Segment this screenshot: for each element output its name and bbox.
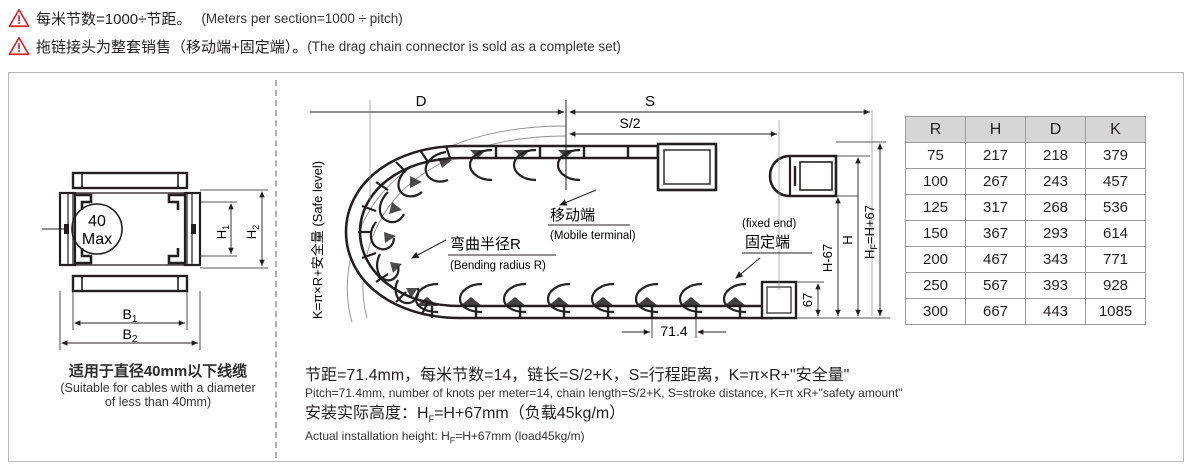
warning-triangle-icon — [8, 8, 30, 28]
fixed-end-cn-label: 固定端 — [745, 234, 790, 251]
circle-label-40: 40 — [88, 213, 106, 230]
note-row: 拖链接头为整套销售（移动端+固定端）。 (The drag chain conn… — [8, 32, 1178, 60]
table-row: 75 217 218 379 — [905, 142, 1146, 169]
dim-h-label: H — [840, 235, 855, 244]
table-cell: 267 — [965, 168, 1026, 195]
table-cell: 218 — [1025, 142, 1086, 169]
left-caption: 适用于直径40mm以下线缆 (Suitable for cables with … — [38, 360, 278, 409]
dim-hf-label: HF=H+67 — [862, 205, 879, 259]
dim-67-label: 67 — [800, 293, 815, 307]
table-cell: 536 — [1085, 194, 1146, 221]
table-header-cell: R — [905, 116, 966, 143]
table-cell: 268 — [1025, 194, 1086, 221]
table-row: 300 667 443 1085 — [905, 298, 1146, 325]
formula-line2-cn-sub: F — [428, 414, 435, 425]
table-cell: 217 — [965, 142, 1026, 169]
table-cell: 567 — [965, 272, 1026, 299]
table-header-cell: K — [1085, 116, 1146, 143]
dim-b2-label: B2 — [123, 326, 138, 345]
dim-d-label: D — [416, 93, 427, 110]
left-caption-en-1: (Suitable for cables with a diameter — [60, 381, 256, 395]
drag-chain-diagram: D S S/2 K=π×R+安全量 (Safe level) 71.4 移动端 … — [310, 93, 890, 339]
formula-line2-cn-b: =H+67mm（负载45kg/m） — [434, 405, 626, 422]
left-caption-en-2: of less than 40mm) — [104, 395, 212, 409]
table-cell: 928 — [1085, 272, 1146, 299]
mobile-terminal-cn-label: 移动端 — [550, 207, 595, 224]
note-cn-text: 拖链接头为整套销售（移动端+固定端）。 — [36, 38, 308, 56]
warning-triangle-icon — [8, 36, 30, 56]
note-en-text: (The drag chain connector is sold as a c… — [307, 38, 621, 54]
table-cell: 393 — [1025, 272, 1086, 299]
table-cell: 343 — [1025, 246, 1086, 273]
table-row: 250 567 393 928 — [905, 272, 1146, 299]
fixed-end-cap — [768, 154, 838, 198]
table-cell: 771 — [1085, 246, 1146, 273]
dim-s-half-label: S/2 — [619, 115, 640, 131]
table-cell: 467 — [965, 246, 1026, 273]
table-cell: 250 — [905, 272, 966, 299]
table-cell: 150 — [905, 220, 966, 247]
table-cell: 293 — [1025, 220, 1086, 247]
table-cell: 243 — [1025, 168, 1086, 195]
table-cell: 300 — [905, 298, 966, 325]
formula-line2-cn: 安装实际高度：HF=H+67mm（负载45kg/m） — [305, 404, 902, 429]
table-row: 100 267 243 457 — [905, 168, 1146, 195]
formula-line2-en-a: Actual installation height: H — [305, 429, 450, 444]
table-header-cell: D — [1025, 116, 1086, 143]
table-cell: 667 — [965, 298, 1026, 325]
left-caption-cn: 适用于直径40mm以下线缆 — [68, 363, 248, 380]
notes-block: 每米节数=1000÷节距。 (Meters per section=1000 ÷… — [8, 4, 1178, 60]
table-cell: 75 — [905, 142, 966, 169]
dim-h2-label: H2 — [244, 225, 261, 239]
table-cell: 200 — [905, 246, 966, 273]
note-cn-text: 每米节数=1000÷节距。 — [36, 10, 192, 28]
formula-line2-cn-a: 安装实际高度：H — [305, 405, 429, 422]
formula-line2-en-b: =H+67mm (load45kg/m) — [455, 429, 585, 444]
note-row: 每米节数=1000÷节距。 (Meters per section=1000 ÷… — [8, 4, 1178, 32]
table-row: 200 467 343 771 — [905, 246, 1146, 273]
dim-k-safe-level-label: K=π×R+安全量 (Safe level) — [310, 161, 325, 319]
table-header-cell: H — [965, 116, 1026, 143]
bending-radius-en-label: (Bending radius R) — [450, 260, 546, 272]
table-cell: 100 — [905, 168, 966, 195]
fixed-end-en-label: (fixed end) — [742, 218, 797, 230]
panel-divider — [275, 80, 277, 458]
bending-radius-cn-label: 弯曲半径R — [450, 236, 521, 253]
formulas-block: 节距=71.4mm，每米节数=14，链长=S/2+K，S=行程距离，K=π×R+… — [305, 366, 902, 449]
table-row: 125 317 268 536 — [905, 194, 1146, 221]
note-en-text: (Meters per section=1000 ÷ pitch) — [201, 10, 403, 26]
table-cell: 125 — [905, 194, 966, 221]
table-cell: 1085 — [1085, 298, 1146, 325]
table-cell: 457 — [1085, 168, 1146, 195]
formula-line1-cn: 节距=71.4mm，每米节数=14，链长=S/2+K，S=行程距离，K=π×R+… — [305, 367, 850, 384]
table-row: 150 367 293 614 — [905, 220, 1146, 247]
dim-pitch-label: 71.4 — [660, 323, 687, 339]
formula-line2-en: Actual installation height: HF=H+67mm (l… — [305, 429, 902, 448]
cable-cross-section: 40 Max H1 H2 B1 B2 — [42, 171, 268, 350]
table-cell: 367 — [965, 220, 1026, 247]
table-header-row: R H D K — [905, 116, 1146, 143]
spec-table: R H D K 75 217 218 379 100 267 243 457 1… — [905, 116, 1146, 325]
table-cell: 443 — [1025, 298, 1086, 325]
dim-s-label: S — [645, 93, 655, 110]
formula-line1-en: Pitch=71.4mm, number of knots per meter=… — [305, 386, 903, 400]
table-cell: 379 — [1085, 142, 1146, 169]
table-cell: 614 — [1085, 220, 1146, 247]
table-cell: 317 — [965, 194, 1026, 221]
dim-b1-label: B1 — [123, 306, 138, 325]
mobile-terminal-en-label: (Mobile terminal) — [550, 230, 636, 242]
formula-line2-en-sub: F — [449, 435, 456, 446]
dim-h1-label: H1 — [214, 225, 231, 239]
dim-h-minus-67-label: H-67 — [820, 244, 835, 272]
circle-label-max: Max — [82, 231, 112, 248]
